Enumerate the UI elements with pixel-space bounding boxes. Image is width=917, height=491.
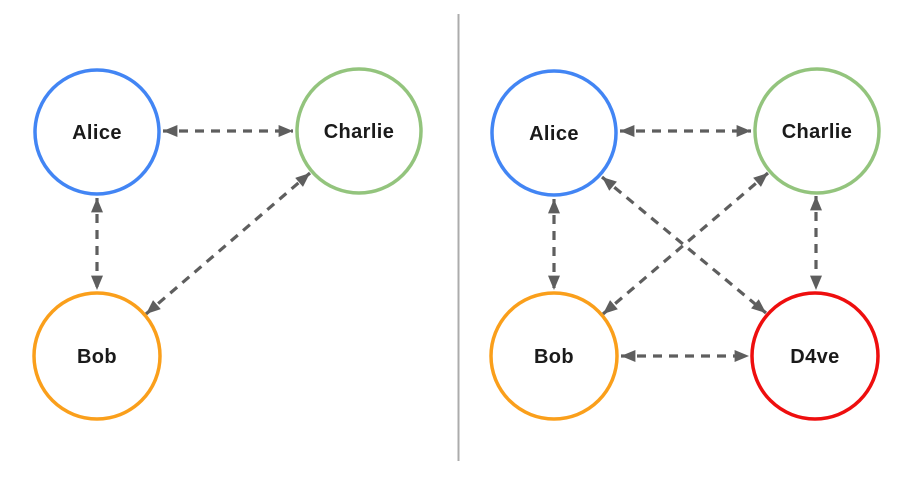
right-graph: Alice Charlie Bob D4ve bbox=[489, 67, 881, 421]
node-label-bob: Bob bbox=[534, 346, 574, 368]
edge-bob-charlie bbox=[601, 171, 770, 316]
node-label-d4ve: D4ve bbox=[790, 346, 839, 368]
node-label-charlie: Charlie bbox=[782, 121, 853, 143]
node-alice bbox=[33, 68, 161, 196]
node-label-bob: Bob bbox=[77, 346, 117, 368]
node-d4ve bbox=[750, 291, 880, 421]
node-charlie bbox=[295, 67, 423, 195]
node-alice bbox=[490, 69, 618, 197]
node-charlie bbox=[753, 67, 881, 195]
edge-bob-charlie bbox=[144, 171, 312, 316]
left-graph: Alice Charlie Bob bbox=[32, 67, 423, 421]
node-label-alice: Alice bbox=[72, 122, 122, 144]
node-label-charlie: Charlie bbox=[324, 121, 395, 143]
node-label-alice: Alice bbox=[529, 123, 579, 145]
node-bob bbox=[489, 291, 619, 421]
node-bob bbox=[32, 291, 162, 421]
